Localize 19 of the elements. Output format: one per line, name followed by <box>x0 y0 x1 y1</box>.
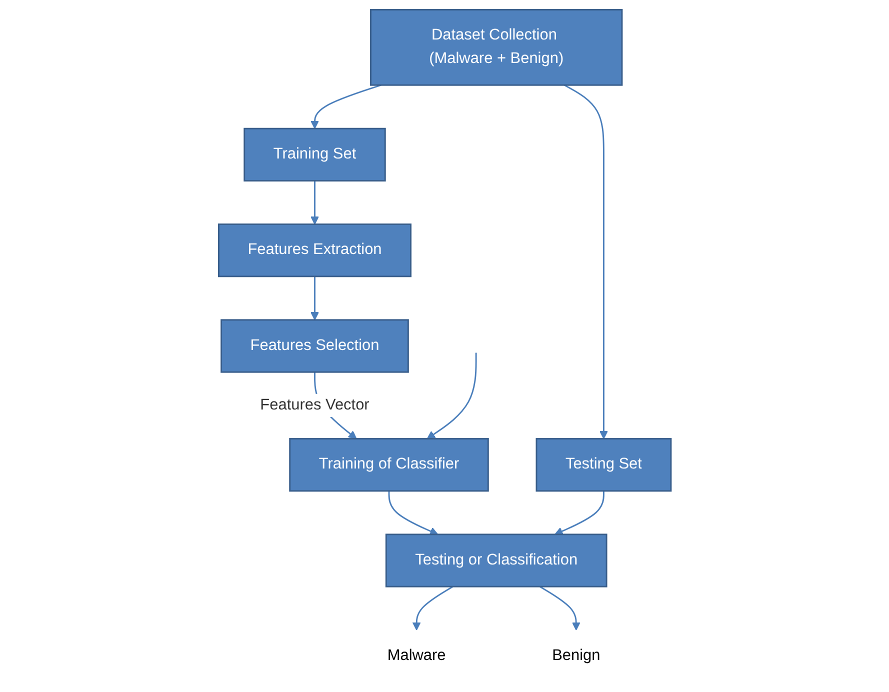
node-box: Testing Set <box>535 438 672 492</box>
node-box: Training of Classifier <box>288 438 489 492</box>
arrow <box>426 352 476 440</box>
arrow <box>388 490 438 536</box>
arrow <box>539 586 580 630</box>
node-box: Features Selection <box>220 319 409 373</box>
arrow <box>310 276 319 320</box>
edge-label: Features Vector <box>260 396 369 414</box>
node-text: Malware <box>387 647 446 664</box>
node-box: Features Extraction <box>218 224 412 278</box>
arrow <box>310 84 382 129</box>
arrow <box>564 84 608 440</box>
arrow <box>310 180 319 225</box>
node-box: Training Set <box>243 128 386 182</box>
arrow <box>412 586 453 630</box>
node-box: Testing or Classification <box>385 534 607 588</box>
node-box: Dataset Collection (Malware + Benign) <box>370 9 622 86</box>
arrow <box>554 490 604 536</box>
node-text: Benign <box>552 647 600 664</box>
